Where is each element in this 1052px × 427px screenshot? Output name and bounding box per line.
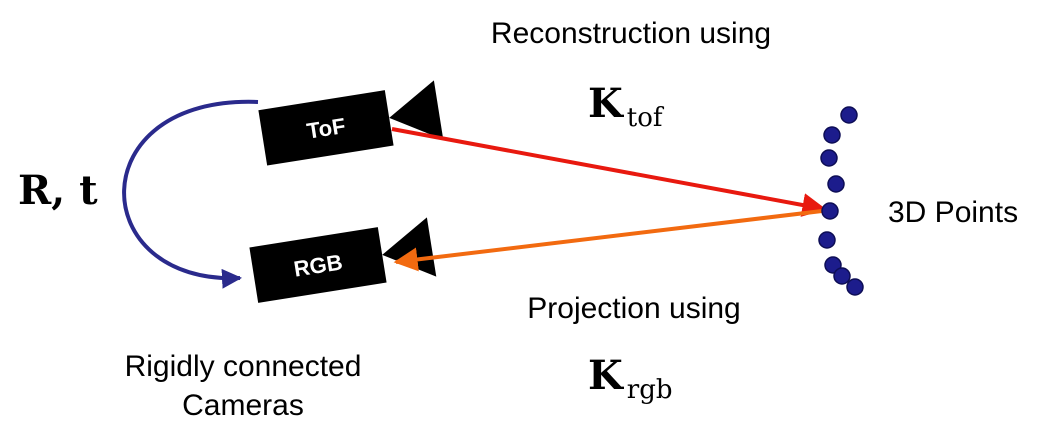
3d-point	[820, 149, 838, 167]
reconstruction-text: Reconstruction using	[491, 17, 771, 50]
projection-text: Projection using	[527, 292, 740, 325]
tof-camera-body	[258, 90, 394, 166]
3d-point	[840, 106, 858, 124]
reconstruction-arrow	[391, 127, 827, 217]
rgb-camera-body	[249, 227, 387, 303]
3d-point	[818, 231, 836, 249]
3d-point	[827, 175, 845, 193]
rgb-camera-lens	[382, 217, 437, 277]
3d-point	[833, 267, 851, 285]
tof-camera-lens	[389, 80, 444, 140]
3d-points-cluster	[818, 106, 864, 296]
3d-points-label: 3D Points	[888, 196, 1018, 229]
k-tof-label: K tof	[588, 80, 665, 133]
projection-arrow	[393, 209, 823, 272]
tof-camera: ToF	[258, 80, 444, 166]
3d-point	[846, 278, 864, 296]
3d-point	[821, 202, 839, 220]
rigid-caption-line1: Rigidly connected	[125, 350, 362, 383]
rigid-caption-line2: Cameras	[182, 389, 304, 422]
3d-point	[823, 126, 841, 144]
rigid-connection-arc	[122, 99, 259, 289]
rgb-camera: RGB	[249, 217, 437, 303]
k-rgb-label: K rgb	[588, 352, 672, 405]
rotation-translation-label: R, t	[18, 167, 98, 214]
tof-camera-label: ToF	[305, 113, 347, 144]
